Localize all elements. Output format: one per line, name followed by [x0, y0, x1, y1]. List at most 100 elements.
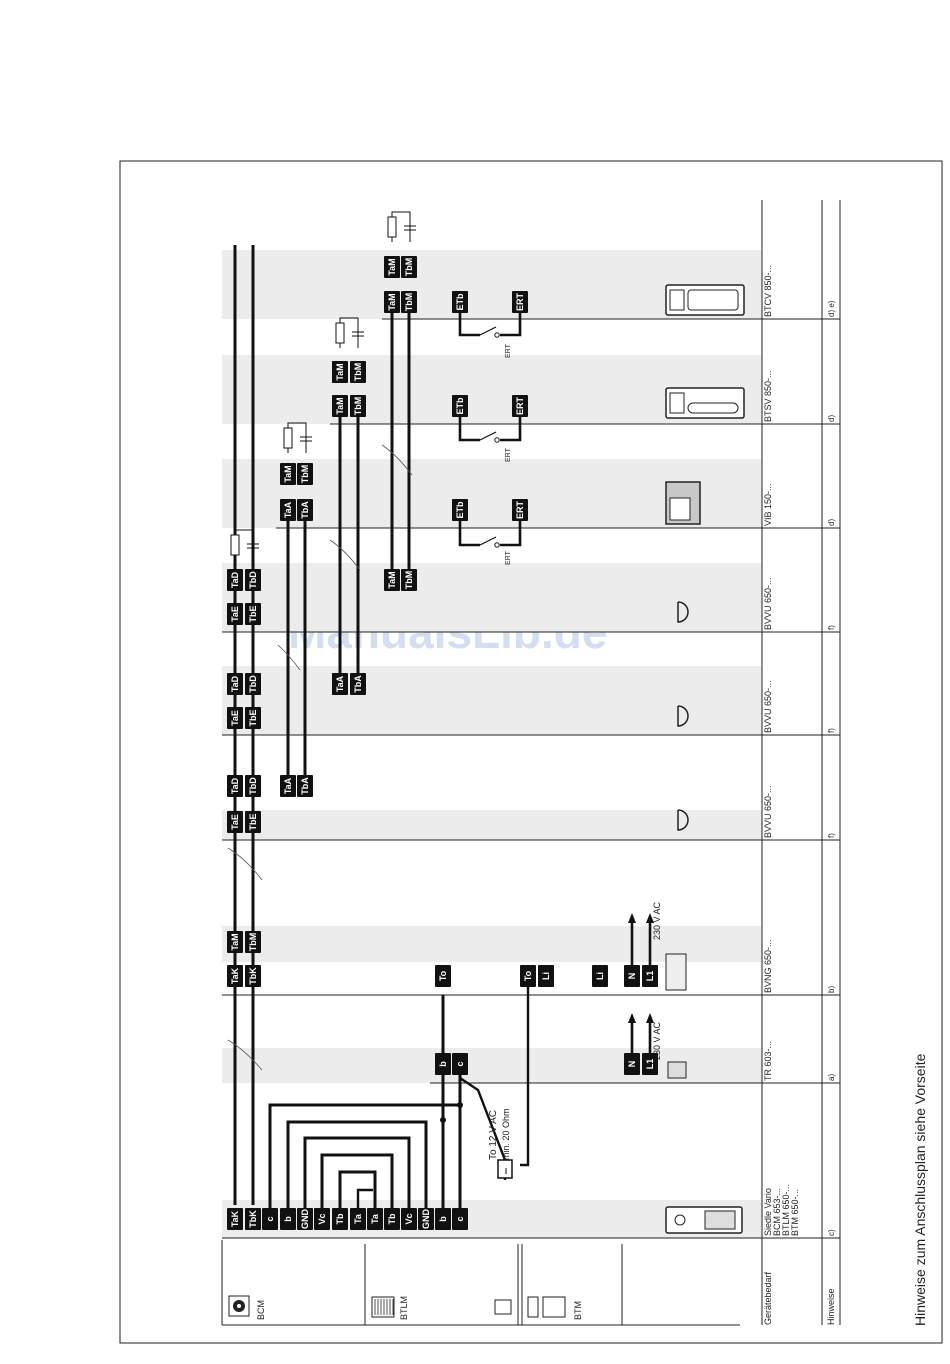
- terminal-box: [435, 1208, 451, 1230]
- door-panel-icon: [674, 1214, 686, 1226]
- terminal-label: TbA: [353, 675, 363, 693]
- terminal-box: [350, 395, 366, 417]
- column-grid: [222, 200, 841, 1325]
- terminal-label: TbD: [248, 777, 258, 795]
- terminal-label: TaA: [335, 675, 345, 692]
- switch-contact: [494, 437, 500, 443]
- terminal-box: [314, 1208, 330, 1230]
- switch-contact: [494, 542, 500, 548]
- terminal-box: [245, 811, 261, 833]
- terminal-panel: GND: [421, 1209, 431, 1230]
- terminal-box: [227, 965, 243, 987]
- arrow-head: [646, 1013, 654, 1023]
- terminal-box: [452, 395, 468, 417]
- btcv-icon: [669, 289, 685, 311]
- terminal-label: TaE: [230, 606, 240, 622]
- terminal-box: [280, 1208, 296, 1230]
- switch-wire: [500, 308, 522, 337]
- hint-label: f): [827, 625, 836, 630]
- hint-label: a): [827, 1074, 836, 1081]
- terminal-box: [512, 499, 528, 521]
- terminal-box: [435, 1053, 451, 1075]
- device-name-label: BVVU 650-...: [763, 680, 773, 733]
- bvvu-icon: [677, 601, 689, 623]
- terminal-panel: Tb: [335, 1213, 345, 1224]
- terminal-box: [245, 673, 261, 695]
- terminal-panel: c: [455, 1216, 465, 1221]
- terminal-label: ETb: [455, 501, 465, 519]
- terminal-box: [642, 965, 658, 987]
- terminal-label: TbE: [248, 814, 258, 831]
- terminal-label: TbA: [300, 501, 310, 519]
- bcm-icon: [237, 1304, 241, 1308]
- terminal-box: [280, 499, 296, 521]
- device-name-label: Siedle Vario: [763, 1188, 773, 1236]
- wire: [320, 1153, 394, 1210]
- terminal-label: TaD: [230, 571, 240, 588]
- wire: [338, 1170, 377, 1210]
- device-band-3: [222, 810, 762, 840]
- terminal-panel: Ta: [353, 1213, 363, 1224]
- terminal-box: [384, 291, 400, 313]
- switch-contact: [479, 536, 497, 546]
- terminal-label: ERT: [515, 292, 525, 311]
- vib-icon: [669, 497, 691, 521]
- door-panel-icon: [704, 1210, 736, 1230]
- btcv-icon: [665, 284, 745, 316]
- terminal-tr603: c: [455, 1061, 465, 1066]
- fuse-symbol: [497, 1159, 513, 1179]
- terminal-box: [350, 1208, 366, 1230]
- device-band-4: [222, 666, 762, 735]
- wire-junction: [440, 1117, 446, 1123]
- terminal-box: [227, 673, 243, 695]
- device-icons: [665, 284, 745, 1234]
- transformer-label: To 12 V AC: [488, 1110, 499, 1160]
- device-name-label: BTCV 850-...: [763, 265, 773, 317]
- terminal-box: [452, 499, 468, 521]
- device-band-5: [222, 563, 762, 632]
- terminal-label: TbD: [248, 571, 258, 589]
- terminal-label: TbM: [404, 293, 414, 312]
- btsv-icon: [669, 392, 685, 414]
- terminal-box: [592, 965, 608, 987]
- terminal-box: [401, 1208, 417, 1230]
- terminal-box: [384, 569, 400, 591]
- terminal-box: [245, 931, 261, 953]
- terminal-label: TaE: [230, 814, 240, 830]
- twist-mark: [277, 644, 301, 671]
- arrow-head: [646, 913, 654, 923]
- terminal-label: TaM: [387, 571, 397, 588]
- terminal-panel: Vc: [404, 1213, 414, 1224]
- terminal-box: [401, 569, 417, 591]
- device-name-label: VIB 150-...: [763, 483, 773, 526]
- terminal-box: [384, 1208, 400, 1230]
- bvvu-icon: [677, 809, 689, 831]
- terminal-label: Li: [541, 972, 551, 980]
- twist-mark: [227, 1039, 263, 1071]
- switch-wire: [458, 408, 480, 442]
- terminal-box: [227, 707, 243, 729]
- terminal-panel: TbK: [248, 1210, 258, 1228]
- terminal-box: [435, 965, 451, 987]
- terminal-box: [624, 1053, 640, 1075]
- terminal-label: TbE: [248, 710, 258, 727]
- hint-label: d): [827, 415, 836, 422]
- device-name-label: TR 603-...: [763, 1041, 773, 1081]
- terminal-box: [401, 256, 417, 278]
- resistor-symbol: [283, 427, 293, 449]
- twist-mark: [381, 444, 413, 476]
- terminal-label: TbE: [248, 606, 258, 623]
- terminal-box: [245, 1208, 261, 1230]
- terminal-box: [297, 775, 313, 797]
- terminal-label: TbM: [300, 465, 310, 484]
- terminal-panel: Tb: [387, 1213, 397, 1224]
- arrow-head: [628, 1013, 636, 1023]
- terminal-panel: c: [265, 1216, 275, 1221]
- wire-junction: [457, 1102, 463, 1108]
- switch-contact: [494, 332, 500, 338]
- terminal-box: [538, 965, 554, 987]
- terminal-tr603: L1: [645, 1059, 655, 1070]
